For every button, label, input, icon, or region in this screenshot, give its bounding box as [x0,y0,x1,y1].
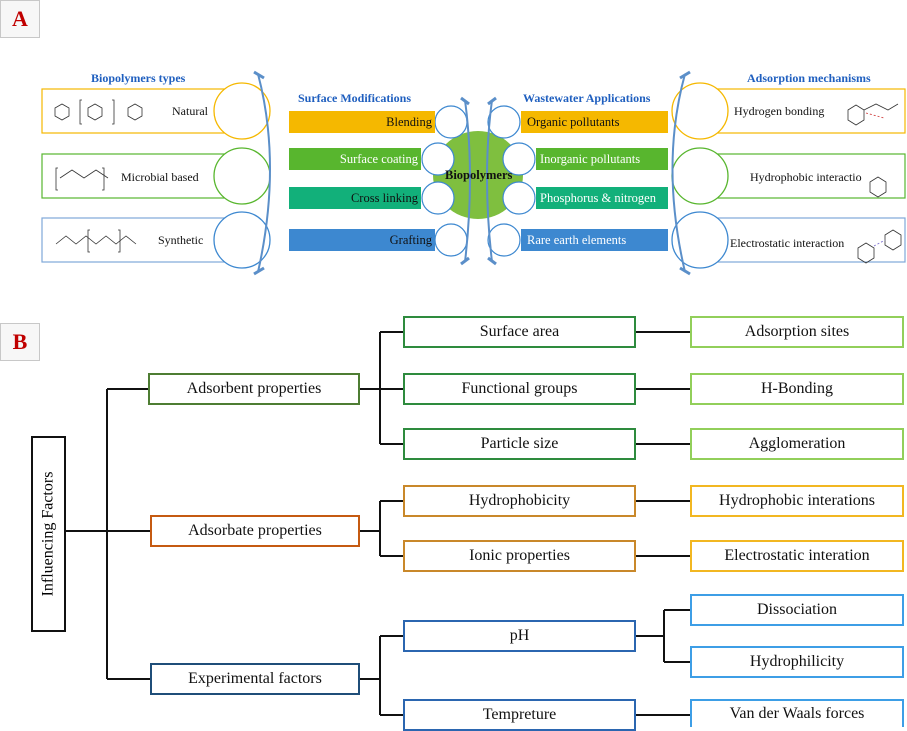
app-inorganic: Inorganic pollutants [536,148,668,170]
center-biopolymers: Biopolymers [445,168,513,182]
mod-surface-coating: Surface coating [289,148,421,170]
node-experimental-factors: Experimental factors [150,663,360,695]
app-rare-earth: Rare earth elements [521,229,668,251]
app-organic: Organic pollutants [521,111,668,133]
node-h-bonding: H-Bonding [690,373,904,405]
node-ph: pH [403,620,636,652]
node-hydrophobicity: Hydrophobicity [403,485,636,517]
panel-b-label: B [0,323,40,361]
header-surface-modifications: Surface Modifications [298,91,411,105]
node-electrostatic-interation: Electrostatic interation [690,540,904,572]
type-microbial: Microbial based [121,170,199,184]
mod-cross-linking: Cross linking [289,187,421,209]
node-ionic-properties: Ionic properties [403,540,636,572]
type-natural: Natural [172,104,208,118]
mod-blending: Blending [289,111,435,133]
node-adsorption-sites: Adsorption sites [690,316,904,348]
mod-grafting: Grafting [289,229,435,251]
node-functional-groups: Functional groups [403,373,636,405]
header-wastewater-applications: Wastewater Applications [523,91,651,105]
mech-electrostatic: Electrostatic interaction [730,236,845,250]
node-tempreture: Tempreture [403,699,636,731]
panel-a-label: A [0,0,40,38]
node-particle-size: Particle size [403,428,636,460]
header-adsorption-mechanisms: Adsorption mechanisms [747,71,871,85]
node-surface-area: Surface area [403,316,636,348]
node-agglomeration: Agglomeration [690,428,904,460]
mech-hydrogen-bonding: Hydrogen bonding [734,104,825,118]
node-hydrophobic-interations: Hydrophobic interations [690,485,904,517]
mech-hydrophobic: Hydrophobic interactio [750,170,862,184]
node-dissociation: Dissociation [690,594,904,626]
node-adsorbate-properties: Adsorbate properties [150,515,360,547]
header-biopolymer-types: Biopolymers types [91,71,186,85]
app-phosphorus-nitrogen: Phosphorus & nitrogen [536,187,668,209]
node-adsorbent-properties: Adsorbent properties [148,373,360,405]
root-influencing-factors: Influencing Factors [31,436,66,632]
node-hydrophilicity: Hydrophilicity [690,646,904,678]
type-synthetic: Synthetic [158,233,204,247]
node-van-der-waals: Van der Waals forces [690,699,904,727]
